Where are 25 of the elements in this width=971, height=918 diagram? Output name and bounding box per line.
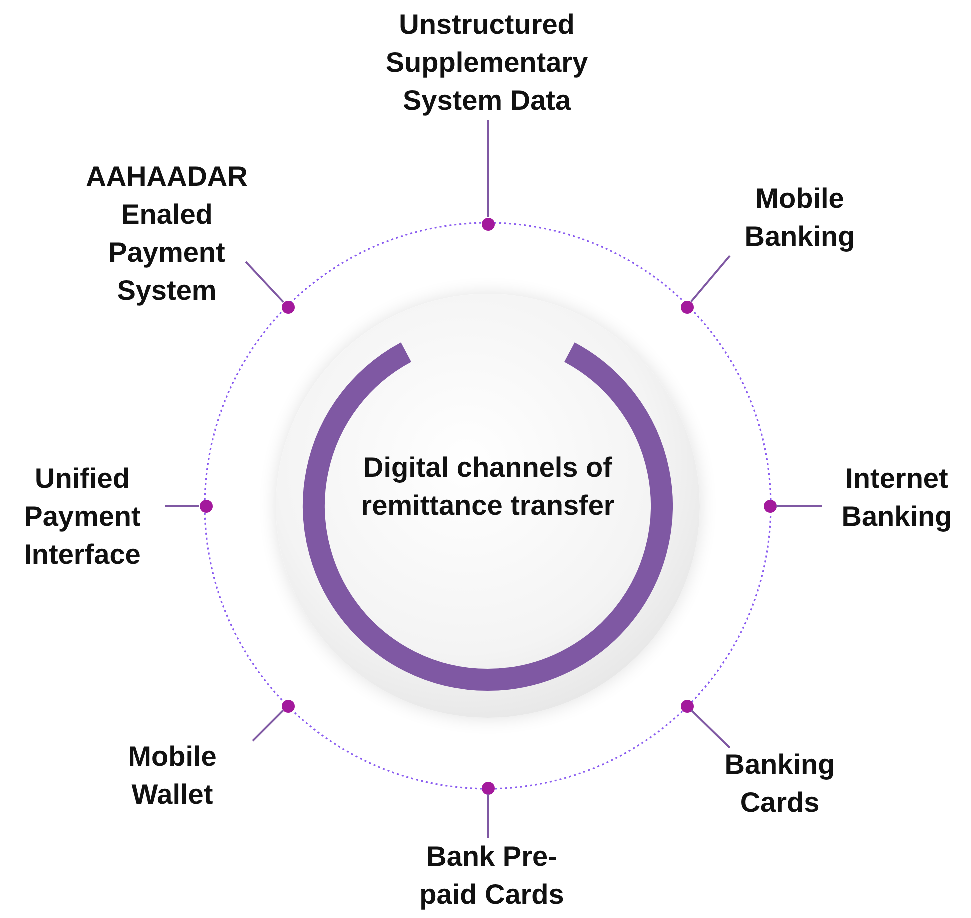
leader-line bbox=[165, 505, 200, 507]
leader-line bbox=[252, 710, 284, 742]
channel-label: Internet Banking bbox=[822, 460, 971, 536]
channel-label: Mobile Wallet bbox=[90, 738, 255, 814]
leader-line bbox=[776, 505, 822, 507]
leader-line bbox=[245, 261, 284, 303]
connector-dot bbox=[482, 782, 494, 794]
connector-dot bbox=[680, 700, 694, 712]
leader-line bbox=[487, 120, 489, 218]
connector-dot bbox=[282, 300, 294, 314]
channel-label: Unstructured Supplementary System Data bbox=[362, 6, 612, 120]
channel-label: Mobile Banking bbox=[700, 180, 900, 256]
leader-line bbox=[690, 255, 731, 303]
connector-dot bbox=[282, 700, 294, 712]
leader-line bbox=[487, 794, 489, 838]
leader-line bbox=[690, 710, 731, 749]
connector-dot bbox=[764, 500, 776, 512]
connector-dot bbox=[482, 218, 494, 230]
channel-label: Bank Pre-paid Cards bbox=[412, 838, 572, 914]
channel-label: Unified Payment Interface bbox=[0, 460, 165, 574]
channel-label: Banking Cards bbox=[690, 746, 870, 822]
connector-dot bbox=[680, 300, 694, 314]
center-title: Digital channels of remittance transfer bbox=[360, 451, 616, 523]
channel-label: AAHAADAR Enaled Payment System bbox=[62, 158, 272, 310]
connector-dot bbox=[200, 500, 212, 512]
